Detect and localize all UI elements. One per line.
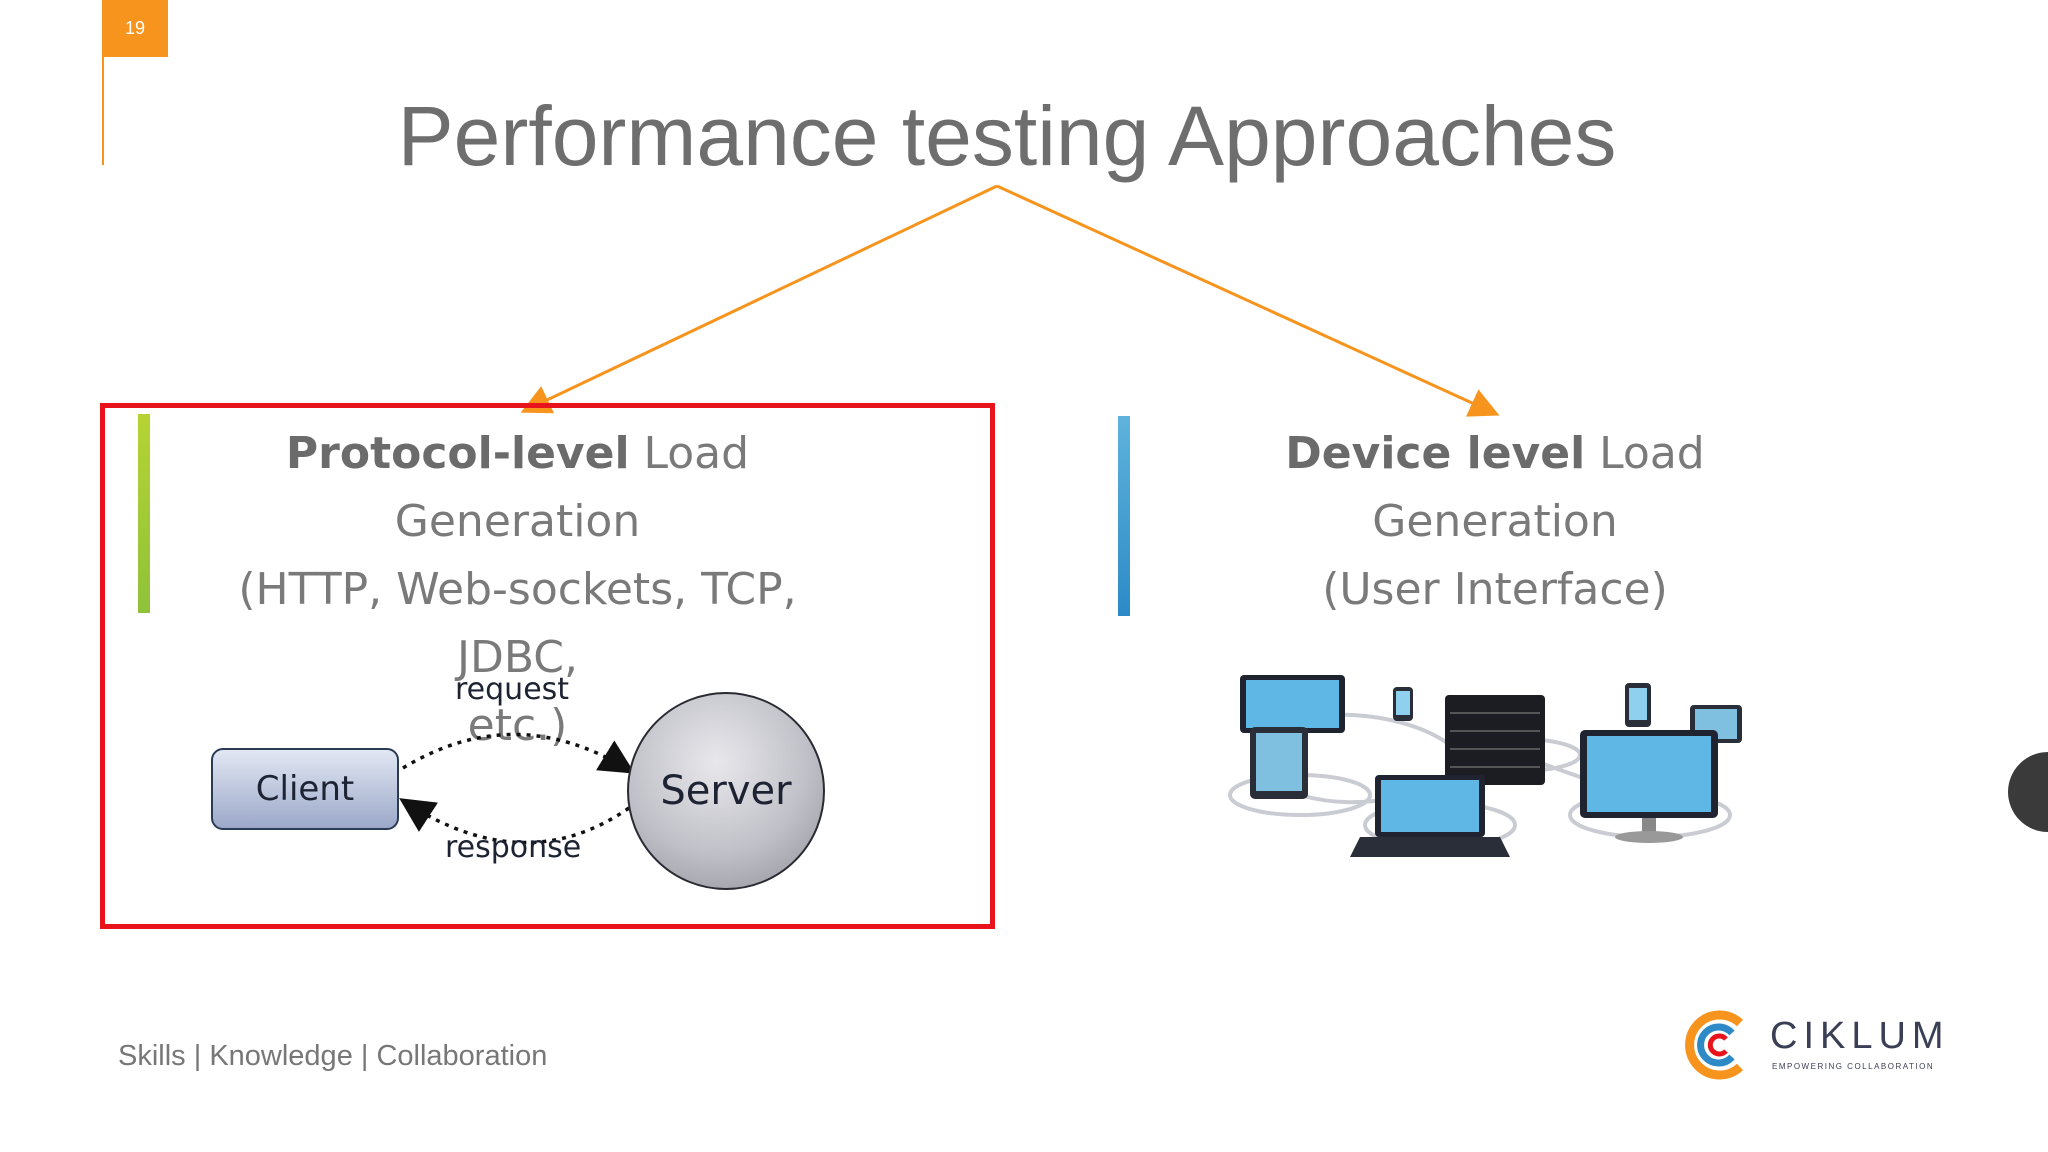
protocol-highlight-box xyxy=(100,403,995,929)
device-heading: Device level Load Generation (User Inter… xyxy=(1180,420,1810,624)
protocol-heading-rest: Load Generation xyxy=(394,428,750,547)
client-node: Client xyxy=(211,748,399,830)
client-server-diagram: request Client Server response xyxy=(195,672,845,900)
device-heading-bold: Device level xyxy=(1285,428,1586,479)
arrow-to-protocol xyxy=(520,184,998,414)
monitor-icon xyxy=(1240,675,1345,749)
response-label: response xyxy=(445,830,582,865)
laptop-icon xyxy=(1350,775,1510,857)
protocol-heading: Protocol-level Load Generation (HTTP, We… xyxy=(180,420,855,760)
protocol-accent-bar xyxy=(138,414,150,613)
request-label: request xyxy=(455,672,570,707)
response-arrow xyxy=(399,798,630,845)
device-heading-rest: Load Generation xyxy=(1372,428,1705,547)
server-node: Server xyxy=(627,692,825,890)
ciklum-logo: CIKLUM EMPOWERING COLLABORATION xyxy=(1682,1005,1952,1085)
monitor-icon-2 xyxy=(1580,730,1718,843)
arrow-to-device xyxy=(996,184,1500,417)
footer-tagline: Skills | Knowledge | Collaboration xyxy=(118,1040,548,1072)
server-rack-icon xyxy=(1445,695,1545,785)
logo-wordmark: CIKLUM xyxy=(1770,1015,1950,1057)
ciklum-logo-icon xyxy=(1685,1010,1744,1080)
slide-title: Performance testing Approaches xyxy=(397,89,1617,183)
protocol-heading-line2: (HTTP, Web-sockets, TCP, JDBC, xyxy=(238,564,797,683)
request-arrow xyxy=(402,732,635,774)
phone-icon-2 xyxy=(1625,683,1651,727)
slide-number-badge: 19 xyxy=(102,0,168,57)
badge-divider xyxy=(102,57,104,165)
device-heading-line2: (User Interface) xyxy=(1322,564,1668,615)
screen-share-button[interactable] xyxy=(2008,752,2048,832)
devices-illustration xyxy=(1228,675,1742,857)
protocol-heading-line3: etc.) xyxy=(467,700,568,751)
request-response-arrows xyxy=(399,732,635,845)
protocol-heading-bold: Protocol-level xyxy=(285,428,630,479)
slide-number: 19 xyxy=(124,18,146,38)
phone-icon xyxy=(1393,687,1413,721)
device-accent-bar xyxy=(1118,416,1130,616)
tablet-icon xyxy=(1250,727,1308,799)
logo-tagline: EMPOWERING COLLABORATION xyxy=(1772,1062,1935,1071)
